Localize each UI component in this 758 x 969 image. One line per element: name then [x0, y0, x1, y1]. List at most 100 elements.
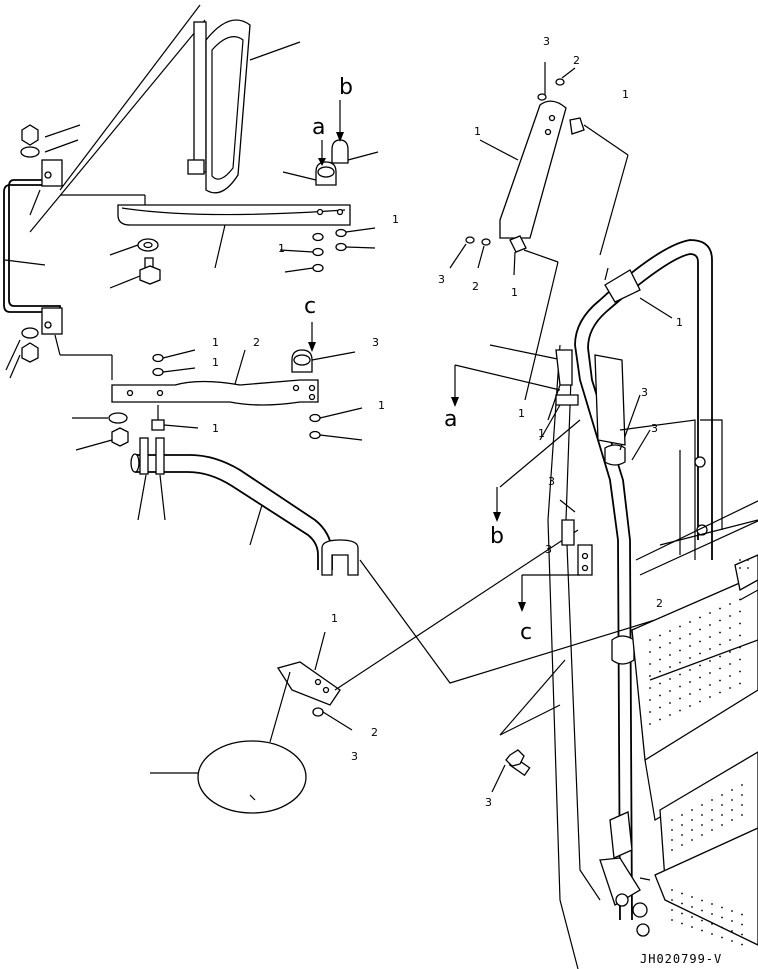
callout-label: 2	[656, 597, 663, 610]
perforation-dot	[739, 610, 741, 613]
callout-label: 1	[511, 286, 518, 299]
callout-label: 3	[485, 796, 492, 809]
lower-cab-bolt	[491, 659, 566, 793]
perforation-dot	[649, 723, 651, 725]
perforation-dot	[731, 809, 733, 811]
callout-label: 1	[622, 88, 629, 101]
perforation-dot	[649, 711, 651, 713]
cab-handrail-tube	[574, 239, 713, 921]
callout-label: 3	[545, 543, 552, 556]
perforation-dot	[649, 639, 651, 641]
cab-body-panels	[619, 419, 758, 946]
callout-label: 2	[472, 280, 479, 293]
perforation-dot	[671, 919, 673, 921]
perforation-dot	[719, 667, 721, 670]
perforation-dot	[719, 643, 721, 646]
perforation-dot	[699, 616, 701, 619]
perforation-dot	[701, 899, 703, 902]
perforation-dot	[689, 657, 691, 659]
perforation-dot	[659, 694, 661, 697]
perforation-dot	[729, 663, 731, 665]
perforation-dot	[711, 923, 713, 925]
perforation-dot	[741, 804, 743, 806]
perforation-dot	[701, 814, 703, 816]
ref-letter-a-left: a	[312, 115, 325, 140]
perforation-dot	[739, 634, 741, 637]
perforation-dot	[679, 709, 681, 712]
callout-label: 1	[212, 336, 219, 349]
perforation-dot	[709, 624, 711, 626]
callout-label: 2	[253, 336, 260, 349]
callout-label: 3	[651, 422, 658, 435]
perforation-dot	[689, 645, 691, 647]
perforation-dot	[649, 687, 651, 689]
perforation-dot	[721, 906, 723, 909]
perforation-dot	[729, 639, 731, 641]
callout-label: 2	[371, 726, 378, 739]
perforation-dot	[691, 906, 693, 908]
perforation-dot	[711, 903, 713, 905]
perforation-dot	[669, 654, 671, 656]
perforation-dot	[691, 926, 693, 928]
washer-bolt-upper	[109, 238, 161, 289]
curved-mirror-arm-tube	[130, 437, 359, 576]
perforation-dot	[681, 834, 683, 836]
perforation-dot	[709, 612, 711, 614]
callout-label: 1	[331, 612, 338, 625]
perforation-dot	[701, 834, 703, 836]
bottom-bracket-and-round-mirror	[150, 631, 353, 814]
perforation-dot	[671, 899, 673, 901]
perforation-dot	[689, 681, 691, 683]
perforation-dot	[739, 670, 741, 673]
perforation-dot	[709, 696, 711, 698]
callout-label: 1	[676, 316, 683, 329]
perforation-dot	[689, 693, 691, 695]
perforation-dot	[689, 621, 691, 623]
callout-label: 3	[548, 475, 555, 488]
perforation-dot	[691, 819, 693, 821]
perforation-dot	[709, 684, 711, 686]
perforation-dot	[741, 933, 743, 936]
perforation-dot	[691, 896, 693, 898]
perforation-dot	[681, 824, 683, 826]
perforation-dot	[747, 567, 749, 569]
perforation-dot	[699, 700, 701, 703]
perforation-dot	[669, 642, 671, 644]
perforation-dot	[721, 824, 723, 826]
perforation-dot	[681, 922, 683, 925]
perforation-dot	[711, 913, 713, 915]
perforation-dot	[679, 685, 681, 688]
perforation-dot	[679, 649, 681, 652]
perforation-dot	[671, 819, 673, 821]
perforation-dot	[739, 658, 741, 661]
perforation-dot	[739, 646, 741, 649]
perforation-dot	[739, 559, 741, 561]
callout-label: 3	[372, 336, 379, 349]
perforation-dot	[729, 687, 731, 689]
perforation-dot	[679, 637, 681, 640]
perforation-dot	[739, 622, 741, 625]
perforation-dot	[729, 675, 731, 677]
perforation-dot	[731, 789, 733, 791]
nuts-lower-plate	[151, 349, 363, 441]
perforation-dot	[669, 678, 671, 680]
callout-label: 1	[518, 407, 525, 420]
perforation-dot	[701, 929, 703, 932]
perforation-dot	[709, 636, 711, 638]
perforation-dot	[699, 652, 701, 655]
perforation-dot	[721, 926, 723, 929]
bolt-washer-upper-left	[20, 124, 81, 158]
callout-label: 1	[378, 399, 385, 412]
ref-letter-b-right: b	[490, 524, 504, 549]
ref-letter-a-right: a	[444, 407, 457, 432]
perforation-dot	[679, 673, 681, 676]
perforation-dot	[711, 819, 713, 821]
perforation-dot	[689, 633, 691, 635]
perforation-dot	[721, 794, 723, 796]
perforation-dot	[739, 682, 741, 685]
perforation-dot	[649, 663, 651, 665]
callout-label: 1	[538, 427, 545, 440]
perforation-dot	[739, 567, 741, 569]
perforation-dot	[721, 814, 723, 816]
